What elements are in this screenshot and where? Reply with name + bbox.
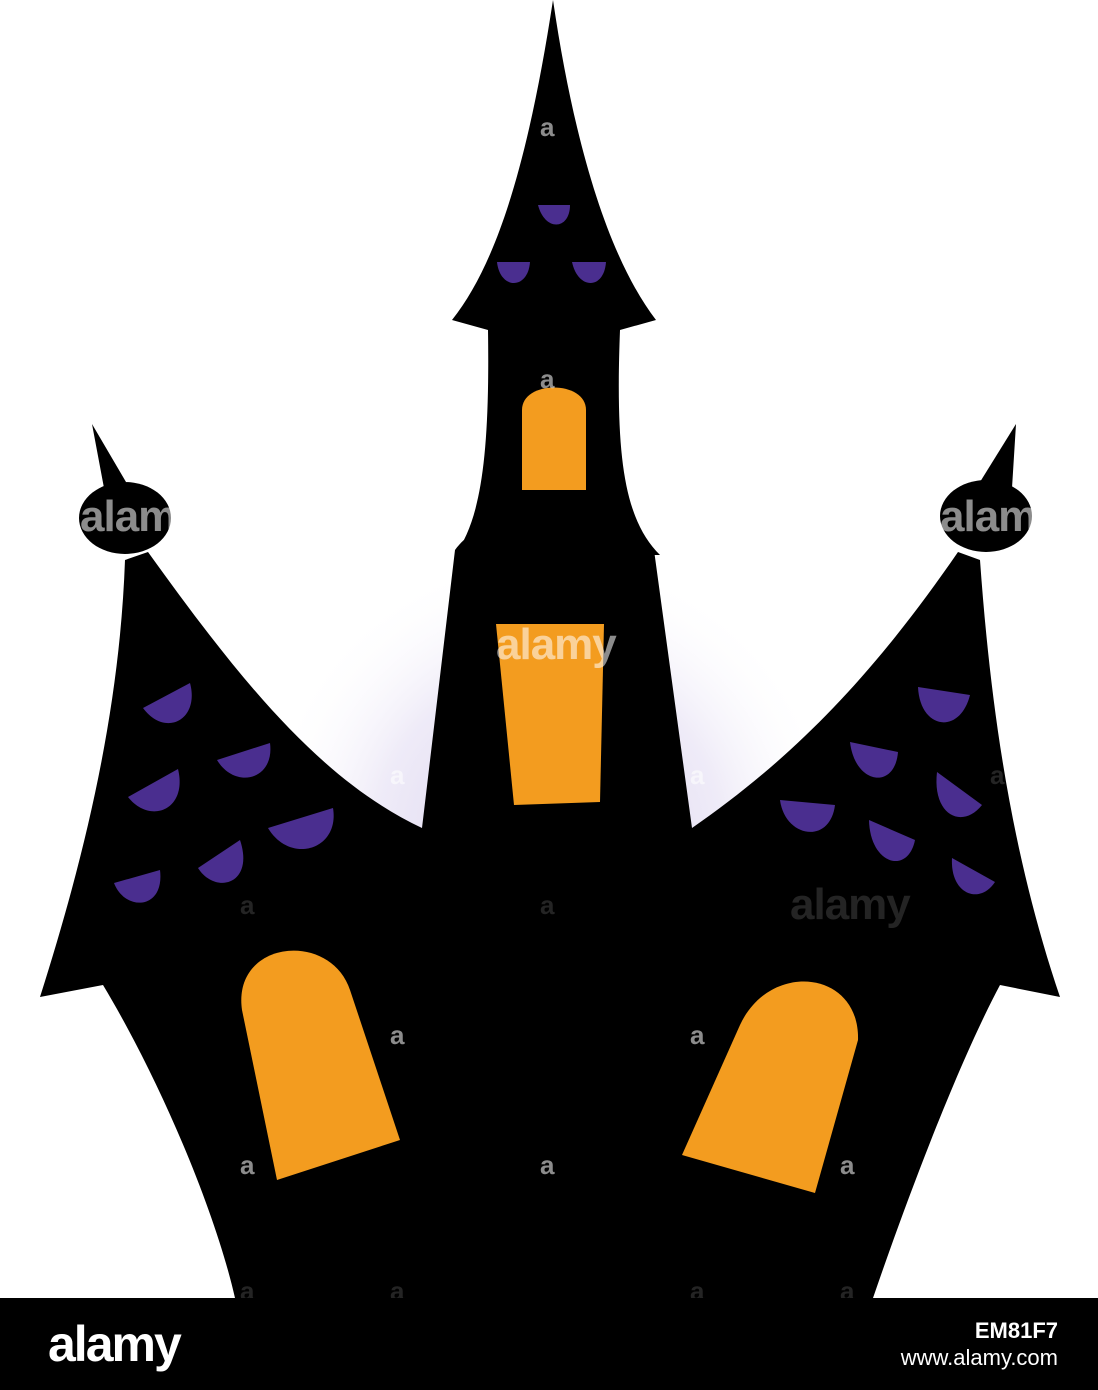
roof-tiles bbox=[114, 205, 995, 903]
footer-logo: alamy bbox=[48, 1316, 182, 1372]
footer-url: www.alamy.com bbox=[900, 1345, 1058, 1370]
central-tower bbox=[452, 0, 660, 555]
stock-footer-bar: alamy EM81F7 www.alamy.com bbox=[0, 1298, 1098, 1390]
right-turret-knob bbox=[940, 480, 1032, 552]
right-arched-window bbox=[682, 981, 859, 1193]
left-arched-window bbox=[241, 950, 400, 1180]
right-turret-spike bbox=[980, 424, 1016, 488]
tower-middle-window bbox=[496, 624, 604, 805]
footer-meta: EM81F7 www.alamy.com bbox=[901, 1317, 1058, 1372]
left-turret-spike bbox=[92, 424, 126, 488]
image-id: EM81F7 bbox=[974, 1317, 1058, 1343]
left-turret-knob bbox=[79, 482, 171, 554]
haunted-castle-illustration bbox=[40, 0, 1060, 1298]
tower-top-window bbox=[522, 387, 586, 490]
windows bbox=[241, 387, 859, 1193]
